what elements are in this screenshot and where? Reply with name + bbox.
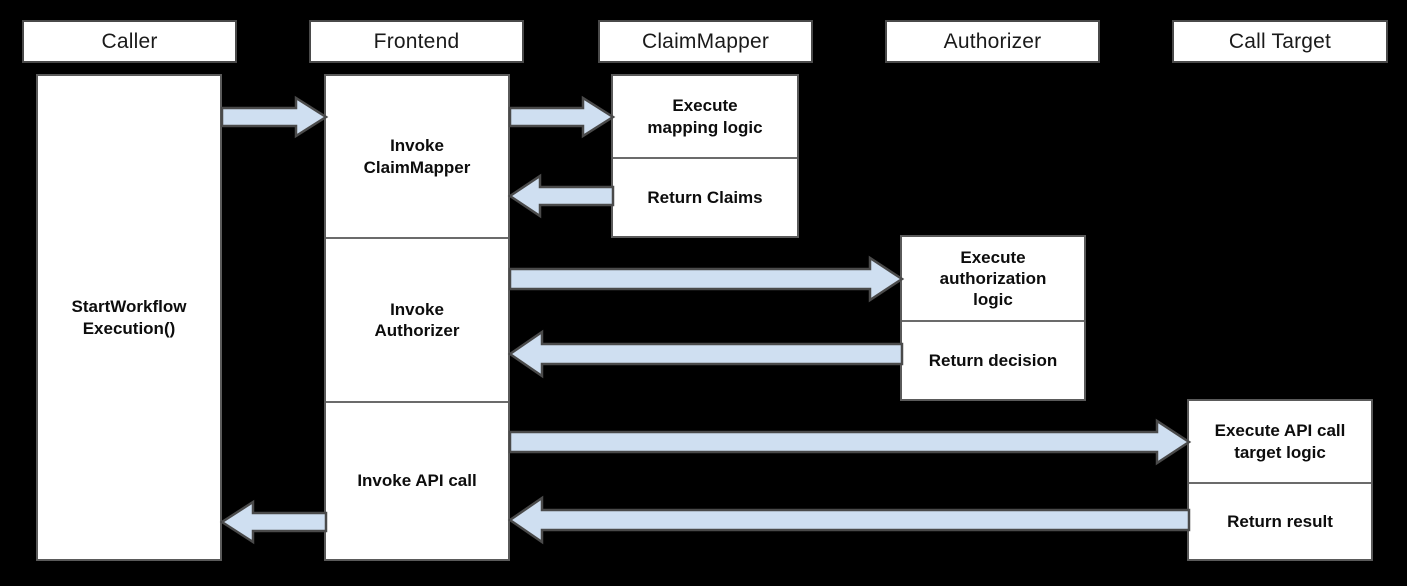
message-arrow-frontend-to-caller[interactable]: [219, 499, 328, 545]
activation-call-target-execute-api-call-target-logic: Execute API call target logic: [1189, 401, 1371, 482]
activation-frontend-invoke-api-call-label: Invoke API call: [357, 471, 477, 491]
message-arrow-frontend-to-call-target[interactable]: [508, 418, 1192, 466]
activation-authorizer[interactable]: Execute authorization logic Return decis…: [900, 235, 1086, 401]
message-arrow-claimmapper-to-frontend[interactable]: [507, 173, 615, 219]
activation-claimmapper-return-claims: Return Claims: [613, 157, 797, 236]
lifeline-header-caller-label: Caller: [101, 29, 158, 53]
lifeline-header-frontend-label: Frontend: [373, 29, 460, 53]
activation-frontend-invoke-authorizer: Invoke Authorizer: [326, 237, 508, 401]
activation-authorizer-execute-authorization-logic-label: Execute authorization logic: [939, 247, 1047, 310]
lifeline-header-claimmapper-label: ClaimMapper: [641, 29, 770, 53]
message-arrow-call-target-to-frontend[interactable]: [507, 495, 1191, 545]
activation-frontend[interactable]: Invoke ClaimMapper Invoke Authorizer Inv…: [324, 74, 510, 561]
activation-call-target[interactable]: Execute API call target logic Return res…: [1187, 399, 1373, 561]
lifeline-header-authorizer-label: Authorizer: [943, 29, 1042, 53]
activation-frontend-invoke-claimmapper: Invoke ClaimMapper: [326, 76, 508, 237]
activation-claimmapper-execute-mapping-logic: Execute mapping logic: [613, 76, 797, 157]
activation-claimmapper-return-claims-label: Return Claims: [647, 187, 763, 207]
lifeline-header-authorizer[interactable]: Authorizer: [885, 20, 1100, 63]
activation-authorizer-execute-authorization-logic: Execute authorization logic: [902, 237, 1084, 320]
activation-frontend-invoke-api-call: Invoke API call: [326, 401, 508, 559]
activation-authorizer-return-decision-label: Return decision: [928, 350, 1058, 370]
activation-frontend-invoke-claimmapper-label: Invoke ClaimMapper: [363, 136, 471, 177]
lifeline-header-caller[interactable]: Caller: [22, 20, 237, 63]
activation-frontend-invoke-authorizer-label: Invoke Authorizer: [374, 299, 460, 340]
lifeline-header-frontend[interactable]: Frontend: [309, 20, 524, 63]
activation-caller[interactable]: StartWorkflow Execution(): [36, 74, 222, 561]
lifeline-header-call-target[interactable]: Call Target: [1172, 20, 1388, 63]
message-arrow-authorizer-to-frontend[interactable]: [507, 329, 904, 379]
message-arrow-frontend-to-claimmapper[interactable]: [508, 95, 616, 139]
lifeline-header-call-target-label: Call Target: [1228, 29, 1332, 53]
activation-claimmapper-execute-mapping-logic-label: Execute mapping logic: [647, 96, 763, 137]
activation-call-target-execute-api-call-target-logic-label: Execute API call target logic: [1214, 421, 1346, 462]
activation-call-target-return-result-label: Return result: [1227, 511, 1333, 531]
activation-authorizer-return-decision: Return decision: [902, 320, 1084, 399]
message-arrow-frontend-to-authorizer[interactable]: [508, 255, 905, 303]
activation-call-target-return-result: Return result: [1189, 482, 1371, 559]
lifeline-header-claimmapper[interactable]: ClaimMapper: [598, 20, 813, 63]
activation-caller-start-workflow: StartWorkflow Execution(): [38, 76, 220, 559]
message-arrow-caller-to-frontend[interactable]: [220, 95, 329, 139]
activation-claimmapper[interactable]: Execute mapping logic Return Claims: [611, 74, 799, 238]
activation-caller-start-workflow-label: StartWorkflow Execution(): [71, 297, 187, 338]
